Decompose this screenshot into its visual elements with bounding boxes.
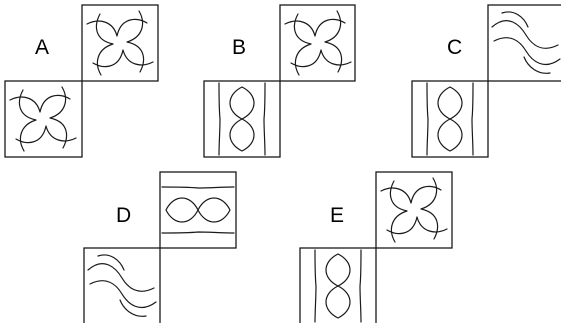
s-wave-pattern [87, 254, 157, 317]
lens-vertical-pattern [314, 249, 362, 323]
option-c-bottom-tile [411, 80, 489, 158]
option-c-label: C [447, 36, 462, 59]
lens-horizontal-pattern [161, 186, 235, 234]
pattern-curve [325, 285, 351, 319]
pattern-curve [18, 89, 37, 152]
pattern-curve [126, 10, 145, 73]
option-b-bottom-tile [203, 80, 281, 158]
option-c[interactable]: C [411, 4, 561, 158]
pattern-curve [89, 280, 157, 308]
option-a-bottom-tile [4, 80, 83, 158]
pattern-curve [386, 216, 448, 235]
pinwheel-pattern [284, 10, 352, 76]
pattern-curve [161, 186, 235, 189]
pattern-curve [15, 125, 77, 144]
pattern-curve [229, 118, 255, 152]
pattern-curve [491, 20, 559, 49]
pattern-curve [426, 82, 429, 156]
option-b[interactable]: B [203, 4, 356, 158]
option-d-top-tile [159, 171, 237, 249]
pattern-curve [293, 13, 312, 76]
option-e-bottom-tile [299, 247, 377, 323]
lens-vertical-pattern [426, 82, 474, 156]
option-b-top-tile [279, 4, 356, 82]
option-d-label: D [116, 204, 131, 227]
pattern-curve [359, 249, 362, 323]
pattern-curve [95, 13, 114, 76]
pattern-curve [97, 254, 125, 271]
pattern-curve [49, 86, 68, 149]
pattern-curve [389, 180, 408, 243]
lens-vertical-pattern [218, 82, 266, 156]
option-a-label: A [35, 36, 49, 59]
option-e-top-tile [375, 171, 453, 249]
option-e-label: E [330, 204, 344, 227]
pattern-curve [119, 299, 147, 317]
pattern-curve [324, 10, 343, 73]
option-b-label: B [232, 36, 246, 59]
option-e[interactable]: E [299, 171, 453, 323]
pattern-curve [92, 49, 154, 68]
pattern-curve [197, 197, 231, 223]
pattern-curve [314, 249, 317, 323]
option-a-top-tile [81, 4, 159, 82]
pattern-curve [161, 231, 235, 234]
pattern-curve [263, 82, 266, 156]
option-a[interactable]: A [4, 4, 159, 158]
pattern-curve [87, 263, 155, 292]
pattern-curve [501, 11, 529, 28]
option-c-top-tile [487, 4, 561, 82]
pattern-curve [523, 56, 551, 74]
pattern-curve [218, 82, 221, 156]
option-d[interactable]: D [83, 171, 237, 323]
pattern-curve [420, 177, 439, 240]
pinwheel-pattern [380, 177, 448, 243]
pattern-curve [437, 118, 463, 152]
pattern-curve [471, 82, 474, 156]
pattern-curve [493, 37, 561, 65]
pinwheel-pattern [9, 86, 77, 152]
pattern-curve [290, 49, 352, 68]
pinwheel-pattern [86, 10, 154, 76]
option-d-bottom-tile [83, 247, 161, 323]
s-wave-pattern [491, 11, 561, 74]
